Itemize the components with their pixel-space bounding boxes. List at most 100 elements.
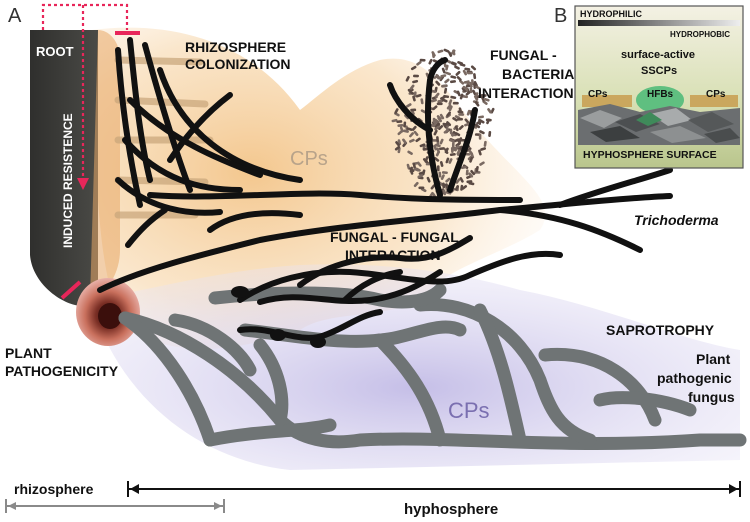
bacterium [468,172,474,178]
bacterium [403,129,409,133]
bacterium [473,73,477,80]
bacterium [404,114,410,120]
bacterium [450,80,456,84]
root-marker-bottom [60,280,82,300]
bacterium [448,51,453,57]
bacterium [439,147,445,151]
plant-path-line2: PATHOGENICITY [5,363,119,379]
bacterium [413,181,419,188]
bacterium [410,65,417,71]
bacterium [451,141,455,148]
cps-purple-region [90,264,740,470]
bacterium [406,127,413,131]
bacterium [446,111,451,117]
bacterium [454,185,459,191]
bacterium [461,87,467,93]
bacterium [391,118,398,123]
hyphosphere-scale [127,481,741,497]
bacterium [439,113,445,120]
bacterium [410,108,417,112]
trichoderma-label: Trichoderma [634,212,719,228]
bacterium [460,165,467,170]
bacterium [462,85,468,91]
bacterium [434,125,440,131]
bacterium [474,123,481,129]
bacterium [445,157,450,164]
bacterium [448,138,455,143]
surface-label: HYPHOSPHERE SURFACE [583,149,717,161]
bacterium [446,104,452,110]
bacterium [415,137,421,143]
bacterium [436,102,443,106]
rhizo-col-line1: RHIZOSPHERE [185,39,286,55]
bacterium [439,161,444,167]
bacterium [461,185,468,190]
bacterium [394,145,401,151]
hyphal-coils [231,286,326,348]
bacterium [413,91,417,98]
bacterium [415,167,421,172]
bacterium [394,108,399,114]
bacterium [444,78,450,84]
bacterium [448,158,453,164]
fb-line2: BACTERIAL [502,66,583,82]
bacterium [405,75,410,82]
bacterium [420,109,427,114]
bacterium [483,98,490,102]
bacterium [456,149,461,155]
bacterium [472,89,477,96]
bacterium [466,147,472,152]
bacterium [403,121,407,128]
bacterium [416,61,422,66]
bacterium [433,144,438,151]
pathogen-hyphae [118,283,747,451]
bacterium [486,118,491,125]
bacterium [459,177,464,183]
fb-line3: INTERACTION [478,85,574,101]
bacterium [464,122,470,127]
bacterium [402,138,407,144]
bacterium [449,128,453,135]
hydro-gradient-bar [578,20,740,26]
bacterium [479,161,485,166]
bacterium [412,95,416,102]
cps-band-right [690,95,738,107]
bacterium [475,85,481,90]
bacterium [443,48,450,53]
bacterium [456,90,461,97]
bacterium [480,93,487,97]
sscps-line2: SSCPs [641,65,677,77]
bacterium [450,75,457,79]
bacterium [442,189,447,196]
bacterium [417,174,424,179]
bacterium [459,63,466,67]
hydrophilic-label: HYDROPHILIC [580,9,643,19]
bacterium [466,109,471,116]
bacterium [480,147,487,151]
bacterium [432,117,436,124]
bacterium [439,138,444,145]
plant-path-line1: PLANT [5,345,52,361]
bacterium [446,121,452,127]
rhizo-col-line2: COLONIZATION [185,56,291,72]
bacterium [473,95,479,101]
bacterium [411,125,417,131]
bacterium [422,169,426,176]
cps-bottom-label: CPs [448,398,490,423]
lesion-core [98,303,122,329]
bacterium [438,125,444,130]
bacterium [487,108,492,114]
bacterium [455,70,461,76]
bacterium [440,74,447,78]
trichoderma-hyphae [97,37,673,341]
bacterium [452,101,459,105]
bacterium [436,165,440,172]
bacterium [409,84,415,90]
bacterium [409,132,414,138]
bacterium [422,147,429,151]
bacterium [397,124,404,127]
bacterium [452,117,458,122]
bacterium [470,65,477,71]
bacterium [465,90,471,96]
